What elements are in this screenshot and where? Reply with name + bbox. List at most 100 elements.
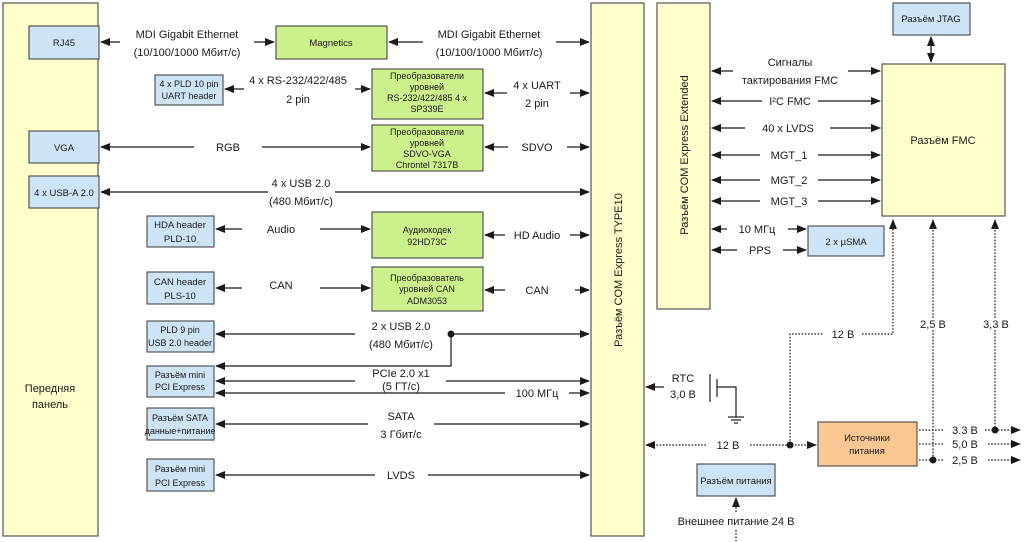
power-sources-label-2: питания <box>849 446 885 457</box>
can-right-label: CAN <box>525 285 548 297</box>
link-mgt3: MGT_3 <box>711 196 881 208</box>
mdi-right-label-1: MDI Gigabit Ethernet <box>438 29 541 41</box>
fmc-clock-label-2: тактирования FMC <box>742 75 838 87</box>
link-mdi-right: MDI Gigabit Ethernet (10/100/1000 Мбит/с… <box>388 29 590 59</box>
mini-pcie-box-2: Разъём mini PCI Express <box>146 458 215 492</box>
link-clk100: 100 МГц <box>215 388 590 400</box>
can-header-label-1: CAN header <box>154 277 206 288</box>
power-connector-block: Разъём питания <box>696 463 776 497</box>
vga-converter-label-4: Chrontel 7317B <box>396 160 459 170</box>
power-connector-label: Разъём питания <box>700 476 771 487</box>
uart-header-box: 4 x PLD 10 pin UART header <box>154 74 224 106</box>
pcie-label-1: PCIe 2.0 x1 <box>372 368 429 380</box>
usma-label: 2 x µSMA <box>825 237 867 248</box>
link-rs232: 4 x RS-232/422/485 2 pin <box>224 75 371 106</box>
rs-converter-label-2: уровней <box>410 82 444 92</box>
audio-label: Audio <box>267 224 295 236</box>
uart-label-1: 4 x UART <box>513 80 561 92</box>
link-sata: SATA 3 Гбит/с <box>215 411 590 441</box>
can-converter-box: Преобразователь уровней CAN ADM3053 <box>371 266 484 312</box>
hda-header-label-2: PLD-10 <box>164 234 196 245</box>
link-can-right: CAN <box>484 285 590 297</box>
link-lvds: LVDS <box>215 470 590 482</box>
link-rgb: RGB <box>100 142 371 154</box>
out-25-label: 2,5 В <box>952 455 978 467</box>
magnetics-label: Magnetics <box>309 38 353 49</box>
com-express-type10-label: Разъём COM Express TYPE10 <box>613 193 625 347</box>
v33-top-label: 3,3 В <box>983 319 1009 331</box>
com-express-extended-block: Разъём COM Express Extended <box>656 2 711 310</box>
audio-codec-box: Аудиокодек 92HD73C <box>371 211 484 259</box>
power-25v-fmc: 2,5 В <box>920 219 946 460</box>
hda-header-label-1: HDA header <box>154 220 206 231</box>
rs-converter-label-3: RS-232/422/485 4 x <box>387 93 468 103</box>
vga-label: VGA <box>54 143 75 154</box>
usb-a-label: 4 x USB-A 2.0 <box>34 188 94 199</box>
power-sources-label-1: Источники <box>844 433 890 444</box>
usb-header-box: PLD 9 pin USB 2.0 header <box>146 320 215 353</box>
power-12v-bus: 12 В <box>645 440 817 452</box>
link-fmc-clock: Сигналы тактирования FMC <box>711 57 881 87</box>
clk100-label: 100 МГц <box>516 388 560 400</box>
com-express-extended-label: Разъём COM Express Extended <box>679 75 691 234</box>
fmc-clock-label-1: Сигналы <box>768 57 813 69</box>
mini-pcie-2-label-2: PCI Express <box>155 478 206 488</box>
rs-converter-box: Преобразователи уровней RS-232/422/485 4… <box>371 68 484 120</box>
uart-header-label-1: 4 x PLD 10 pin <box>159 79 218 89</box>
mdi-right-label-2: (10/100/1000 Мбит/с) <box>436 47 543 59</box>
mini-pcie-box-1: Разъём mini PCI Express <box>146 365 215 398</box>
vga-converter-label-3: SDVO-VGA <box>403 149 451 159</box>
link-sdvo: SDVO <box>484 142 590 154</box>
power-out-50: 5,0 В <box>919 439 1021 451</box>
uart-label-2: 2 pin <box>525 98 549 110</box>
v33-junction-dot <box>991 426 999 434</box>
v12-junction-dot <box>786 441 794 449</box>
rtc-battery: RTC 3,0 В <box>645 373 744 424</box>
ext-power-label: Внешнее питание 24 В <box>678 516 795 528</box>
link-mgt1: MGT_1 <box>711 150 881 162</box>
hda-header-box: HDA header PLD-10 <box>146 215 215 248</box>
sata-link-label-1: SATA <box>387 411 415 423</box>
usb-header-label-2: USB 2.0 header <box>148 338 212 348</box>
link-clk10: 10 МГц <box>711 224 807 236</box>
rgb-label: RGB <box>216 142 240 154</box>
sata-link-label-2: 3 Гбит/с <box>380 429 422 441</box>
audio-codec-label-2: 92HD73C <box>407 237 447 247</box>
fmc-connector-block: Разъём FMC <box>881 63 1006 217</box>
can-header-box: CAN header PLS-10 <box>146 271 215 305</box>
jtag-label: Разъём JTAG <box>901 14 960 25</box>
front-panel-label-2: панель <box>32 399 68 411</box>
fmc-connector-label: Разъём FMC <box>910 135 975 147</box>
vga-converter-label-1: Преобразователи <box>390 127 464 137</box>
mgt1-label: MGT_1 <box>771 150 808 162</box>
can-converter-label-2: уровней CAN <box>399 284 455 294</box>
link-usb2: 2 x USB 2.0 (480 Мбит/с) <box>215 321 590 370</box>
uart-header-label-2: UART header <box>162 91 217 101</box>
link-audio: Audio <box>215 224 371 236</box>
mini-pcie-2-label-1: Разъём mini <box>155 464 205 474</box>
power-external-24v: Внешнее питание 24 В <box>678 497 795 542</box>
rs-converter-label-1: Преобразователи <box>390 71 464 81</box>
link-pcie: PCIe 2.0 x1 (5 ГТ/с) <box>215 368 590 393</box>
out-50-label: 5,0 В <box>952 439 978 451</box>
i2c-fmc-label: I²C FMC <box>769 96 811 108</box>
power-12v-fmc: 12 В <box>789 219 897 444</box>
link-mdi-left: MDI Gigabit Ethernet (10/100/1000 Мбит/с… <box>100 29 275 59</box>
link-hd-audio: HD Audio <box>484 230 590 242</box>
usb2-label-1: 2 x USB 2.0 <box>372 321 431 333</box>
can-header-label-2: PLS-10 <box>164 291 196 302</box>
com-express-type10-block: Разъём COM Express TYPE10 <box>590 2 645 537</box>
sata-label-1: Разъём SATA <box>152 413 208 423</box>
out-33-label: 3.3 В <box>952 425 978 437</box>
audio-codec-label-1: Аудиокодек <box>403 225 451 235</box>
vga-converter-label-2: уровней <box>410 138 444 148</box>
usb-a-port: 4 x USB-A 2.0 <box>28 175 100 209</box>
can-left-label: CAN <box>269 280 292 292</box>
magnetics-box: Magnetics <box>275 25 388 60</box>
sdvo-label: SDVO <box>521 142 553 154</box>
usb4-label-2: (480 Мбит/с) <box>269 196 333 208</box>
front-panel-block: Передняя панель <box>2 2 99 537</box>
link-usb4: 4 x USB 2.0 (480 Мбит/с) <box>100 178 590 208</box>
v12-top-label: 12 В <box>832 329 855 341</box>
